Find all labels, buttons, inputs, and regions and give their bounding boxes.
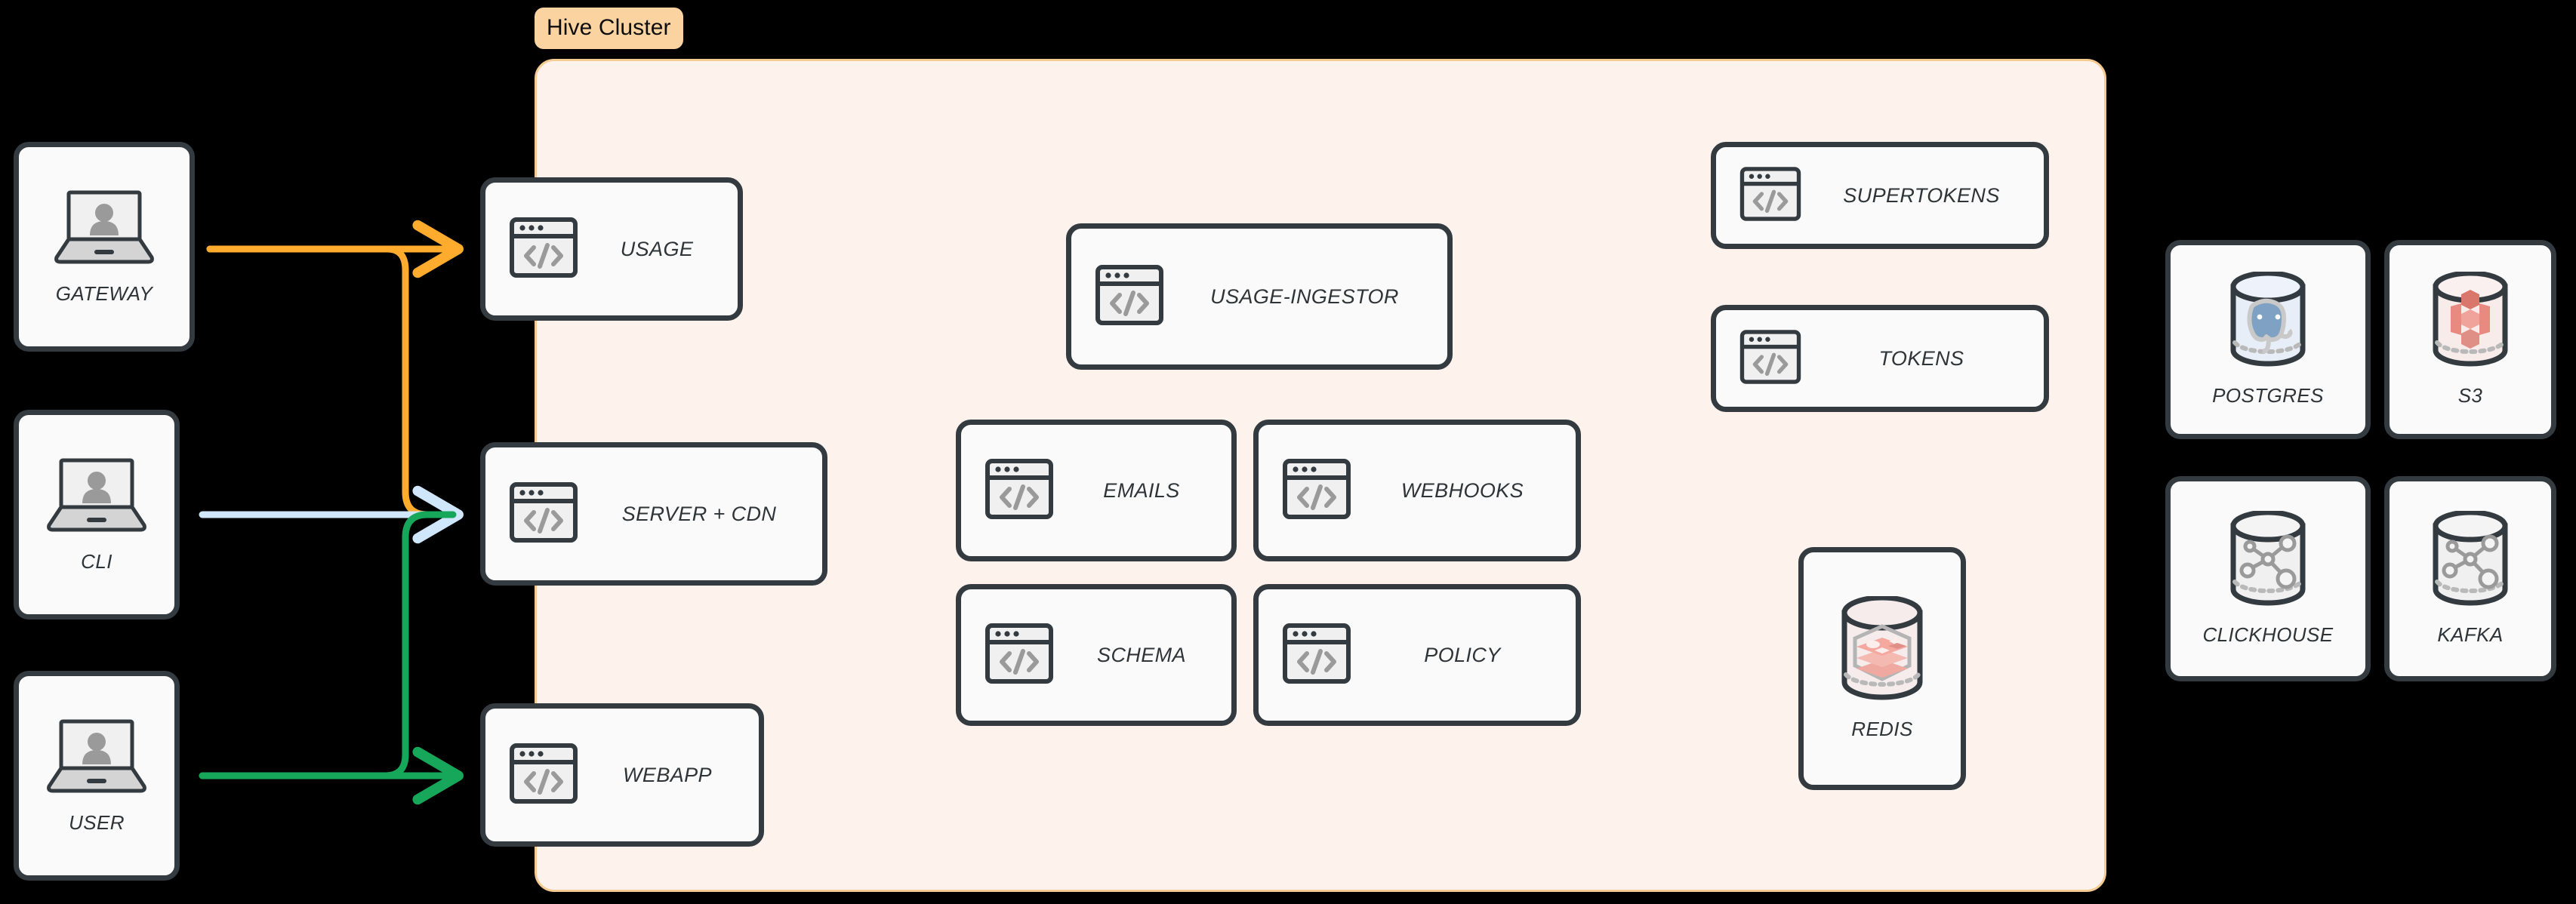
- node-supertokens[interactable]: SUPERTOKENS: [1711, 142, 2049, 249]
- node-usage-ingestor[interactable]: USAGE-INGESTOR: [1066, 223, 1453, 370]
- node-redis[interactable]: REDIS: [1798, 547, 1966, 790]
- code-window-icon: [508, 212, 579, 287]
- node-schema[interactable]: SCHEMA: [956, 584, 1237, 726]
- laptop-user-icon: [43, 717, 150, 799]
- node-usage[interactable]: USAGE: [480, 177, 743, 321]
- s3-cylinder-icon: [2428, 270, 2513, 372]
- node-cli[interactable]: CLI: [14, 410, 180, 620]
- node-label: SCHEMA: [1097, 643, 1186, 666]
- node-label: KAFKA: [2437, 623, 2504, 646]
- node-label: SERVER + CDN: [621, 502, 777, 525]
- postgres-cylinder-icon: [2226, 270, 2310, 372]
- node-webapp[interactable]: WEBAPP: [480, 703, 764, 847]
- laptop-user-icon: [43, 456, 150, 538]
- node-label: GATEWAY: [55, 282, 153, 305]
- node-webhooks[interactable]: WEBHOOKS: [1253, 420, 1581, 561]
- node-label: CLI: [81, 550, 112, 573]
- node-postgres[interactable]: POSTGRES: [2165, 240, 2371, 439]
- code-window-icon: [1739, 162, 1802, 229]
- code-window-icon: [508, 738, 579, 813]
- node-gateway[interactable]: GATEWAY: [14, 142, 195, 352]
- node-server-cdn[interactable]: SERVER + CDN: [480, 442, 827, 586]
- node-label: CLICKHOUSE: [2202, 623, 2334, 646]
- laptop-user-icon: [51, 188, 158, 270]
- code-window-icon: [1739, 325, 1802, 392]
- node-tokens[interactable]: TOKENS: [1711, 305, 2049, 412]
- node-clickhouse[interactable]: CLICKHOUSE: [2165, 476, 2371, 681]
- node-label: WEBAPP: [623, 763, 712, 786]
- hive-cluster-label: Hive Cluster: [535, 8, 683, 49]
- node-label: POLICY: [1424, 643, 1501, 666]
- node-label: USAGE: [620, 237, 694, 260]
- node-label: S3: [2457, 384, 2483, 407]
- node-label: EMAILS: [1103, 478, 1180, 502]
- node-user[interactable]: USER: [14, 671, 180, 881]
- node-label: SUPERTOKENS: [1843, 183, 2000, 207]
- node-s3[interactable]: S3: [2384, 240, 2556, 439]
- code-window-icon: [984, 618, 1055, 693]
- wire-user-server-cdn: [199, 511, 457, 779]
- code-window-icon: [1281, 618, 1352, 693]
- code-window-icon: [1094, 260, 1165, 334]
- node-label: USAGE-INGESTOR: [1210, 284, 1399, 308]
- node-emails[interactable]: EMAILS: [956, 420, 1237, 561]
- code-window-icon: [1281, 454, 1352, 528]
- node-kafka[interactable]: KAFKA: [2384, 476, 2556, 681]
- node-label: REDIS: [1851, 718, 1913, 740]
- wire-gateway-server-cdn: [206, 245, 457, 518]
- clickhouse-cylinder-icon: [2226, 509, 2310, 611]
- code-window-icon: [508, 477, 579, 552]
- node-label: TOKENS: [1878, 346, 1964, 370]
- node-label: WEBHOOKS: [1400, 478, 1524, 502]
- kafka-cylinder-icon: [2428, 509, 2513, 611]
- redis-cylinder-icon: [1835, 595, 1929, 706]
- node-label: POSTGRES: [2212, 384, 2324, 407]
- node-label: USER: [69, 811, 125, 834]
- node-policy[interactable]: POLICY: [1253, 584, 1581, 726]
- code-window-icon: [984, 454, 1055, 528]
